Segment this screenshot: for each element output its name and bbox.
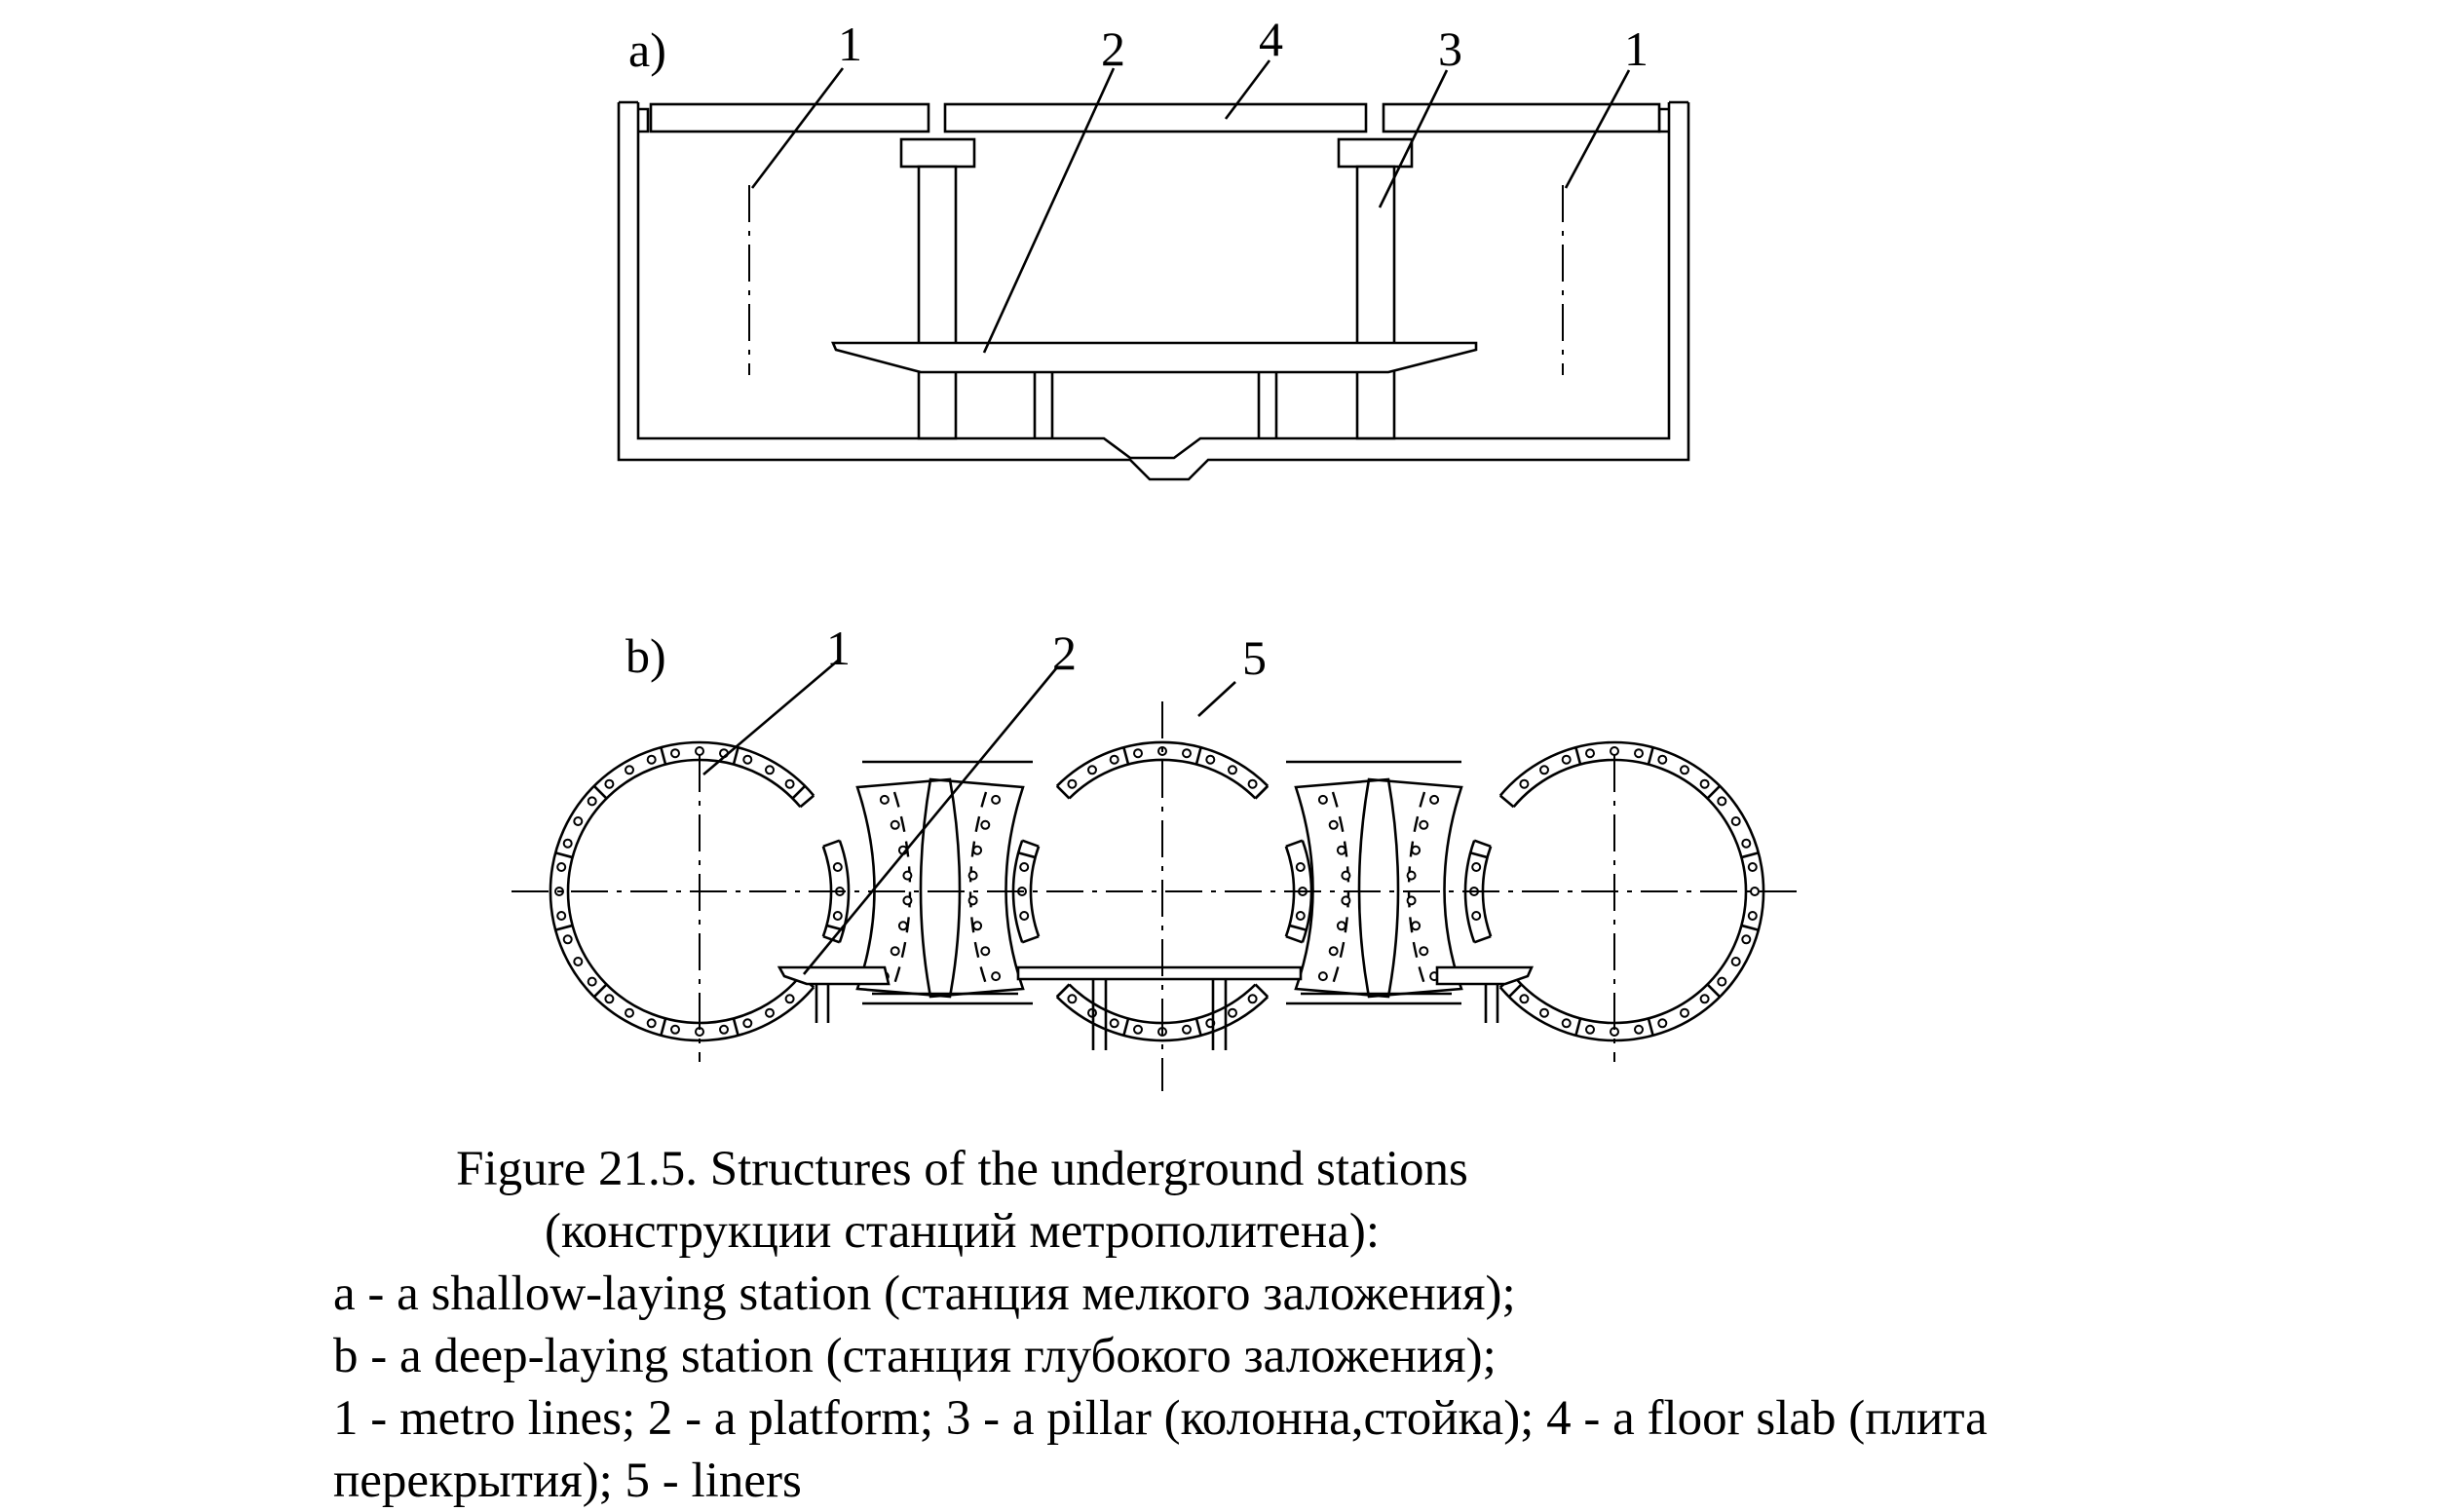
caption-line: b - a deep-laying station (станция глубо… [333, 1329, 1497, 1383]
pillar [917, 165, 958, 440]
callout-liners: 5 [1242, 630, 1267, 685]
callout-metro-lines: 1 [826, 621, 851, 675]
callout-platform: 2 [1101, 21, 1125, 76]
figure-b-label: b) [625, 628, 666, 683]
tunnel-ring [1011, 740, 1313, 1042]
pillar [1355, 165, 1396, 440]
caption-legend: a - a shallow-laying station (станция ме… [333, 1263, 2184, 1512]
platform [831, 341, 1478, 374]
caption-subtitle: (конструкции станций метрополитена): [544, 1204, 1381, 1259]
floor-slab [649, 102, 930, 133]
tunnel-rings [549, 740, 1765, 1042]
caption-line: a - a shallow-laying station (станция ме… [333, 1266, 1516, 1321]
platform [1016, 965, 1303, 981]
deep-station-section: b) 1 2 5 [512, 621, 1798, 1091]
callout-floor-slab: 4 [1259, 12, 1283, 66]
figure-caption: Figure 21.5. Structures of the undergrou… [0, 1138, 2464, 1508]
callout-pillar: 3 [1438, 21, 1462, 76]
platform [1435, 965, 1535, 986]
callout-platform: 2 [1052, 625, 1077, 680]
shallow-station-section: a) 1 2 4 3 1 [617, 12, 1690, 481]
floor-slab [1382, 102, 1661, 133]
pylon [855, 777, 1025, 999]
figure-a-label: a) [628, 22, 666, 77]
pylon [1294, 777, 1463, 999]
callout-metro-lines: 1 [838, 17, 862, 71]
caption-line: 1 - metro lines; 2 - a platform; 3 - a p… [333, 1391, 1988, 1446]
callout-metro-lines: 1 [1624, 21, 1649, 76]
station-structures-drawing: a) 1 2 4 3 1 b) 1 2 5 [512, 12, 1798, 1091]
caption-title: Figure 21.5. Structures of the undergrou… [456, 1142, 1468, 1196]
pylons [855, 777, 1463, 999]
platform [777, 965, 891, 986]
floor-slab [943, 102, 1368, 133]
caption-line: перекрытия); 5 - liners [333, 1454, 802, 1508]
